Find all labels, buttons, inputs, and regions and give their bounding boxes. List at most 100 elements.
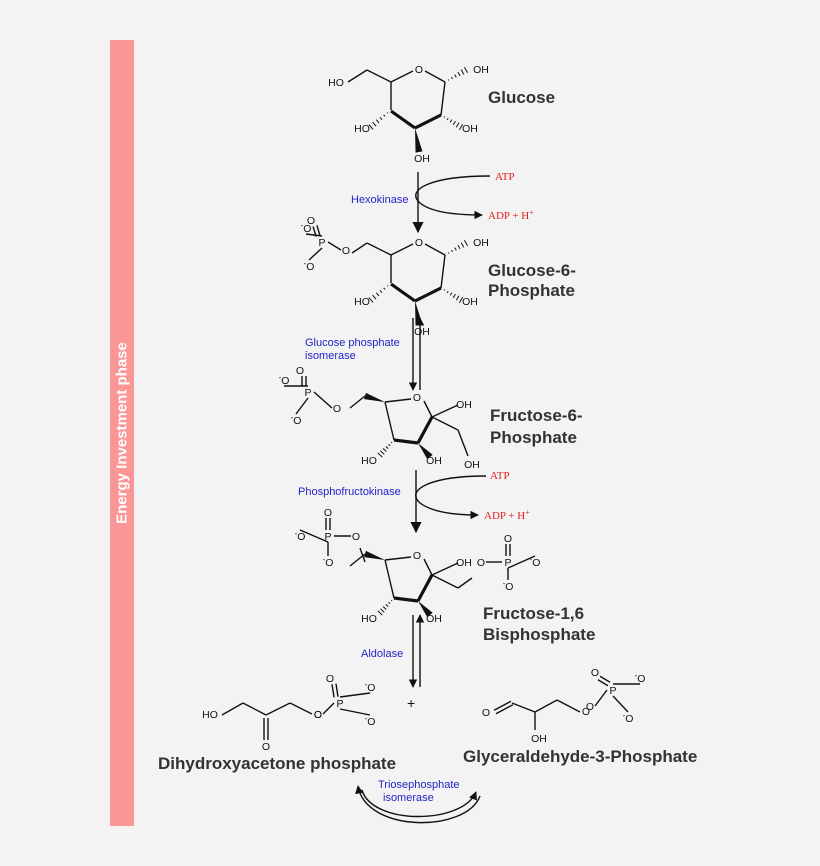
bond <box>368 297 374 303</box>
atom-label: O <box>586 701 594 713</box>
bond <box>452 120 456 126</box>
bond <box>440 254 446 289</box>
bond <box>265 702 291 716</box>
bond <box>449 292 453 296</box>
bond <box>375 119 380 124</box>
bond <box>416 574 434 602</box>
atom-label: HO <box>202 709 218 721</box>
bond <box>451 249 453 253</box>
f16bp-name-line1: Fructose-1,6 <box>483 604 584 623</box>
tpi-reverse-arrow <box>355 785 481 824</box>
atom-label: O <box>352 531 360 543</box>
atom-label: O <box>482 707 490 719</box>
bond <box>447 252 450 254</box>
atom-label: -O <box>301 221 312 235</box>
chemical-bonds <box>221 66 640 740</box>
atom-label: O <box>307 215 315 227</box>
enzyme-gpi-line2: isomerase <box>305 350 356 362</box>
wedge-bond <box>418 443 433 460</box>
bond <box>457 577 473 589</box>
atom-label: O <box>314 709 322 721</box>
bond <box>612 695 629 713</box>
g6p-name-line2: Phosphate <box>488 281 575 300</box>
bond <box>431 562 459 576</box>
reaction-arrows <box>355 172 491 824</box>
atom-label: O <box>413 550 421 562</box>
wedge-bond <box>415 301 423 326</box>
bond <box>431 404 459 418</box>
atom-label: -O <box>291 413 302 427</box>
bond <box>383 114 386 117</box>
bond <box>393 438 419 445</box>
atom-label: -O <box>279 373 290 387</box>
atom-label: O <box>326 673 334 685</box>
f6p-name-line1: Fructose-6- <box>490 406 583 425</box>
bond <box>390 282 416 303</box>
enzyme-pfk: Phosphofructokinase <box>298 486 401 498</box>
bond <box>446 117 449 121</box>
bond <box>377 452 383 458</box>
hexokinase-atp-curve <box>415 175 491 220</box>
atom-label: OH <box>456 399 472 411</box>
bond <box>384 559 395 599</box>
atom-label: OH <box>462 296 478 308</box>
bond <box>331 684 335 698</box>
bond <box>366 242 392 256</box>
atom-label: O <box>477 557 485 569</box>
enzyme-tpi-line2: isomerase <box>383 792 434 804</box>
glucose-name: Glucose <box>488 88 555 107</box>
bond <box>384 401 395 441</box>
bond <box>305 233 323 237</box>
bond <box>556 699 581 713</box>
bond <box>414 286 442 303</box>
bond <box>390 243 414 256</box>
cofactor-atp-1: ATP <box>495 171 515 183</box>
wedge-bond <box>391 110 416 127</box>
atom-label: -O <box>635 671 646 685</box>
bond <box>451 76 453 80</box>
atom-label: -O <box>530 555 541 569</box>
atom-label: OH <box>464 459 480 471</box>
bond <box>457 429 469 457</box>
bond <box>372 121 377 127</box>
g3p-name: Glyceraldehyde-3-Phosphate <box>463 747 697 766</box>
bond <box>295 397 309 415</box>
atom-label: -O <box>365 680 376 694</box>
plus-sign: + <box>407 695 415 711</box>
bond <box>463 66 469 74</box>
cofactor-adp-1: ADP + H+ <box>488 208 534 222</box>
bond <box>386 112 389 114</box>
bond <box>322 702 335 715</box>
bond <box>380 608 385 613</box>
atom-label: O <box>413 392 421 404</box>
bond <box>221 702 244 716</box>
bond <box>493 700 512 711</box>
bond <box>349 395 366 409</box>
bond <box>366 69 392 83</box>
atom-label: P <box>324 531 331 543</box>
bond <box>455 295 460 301</box>
atom-label: P <box>609 685 616 697</box>
wedge-bond <box>391 283 416 300</box>
atom-label: O <box>504 533 512 545</box>
bond <box>440 81 446 116</box>
atom-label: HO <box>354 123 370 135</box>
atom-label: OH <box>426 613 442 625</box>
wedge-bond <box>418 601 433 618</box>
bond <box>299 529 329 543</box>
atom-label: HO <box>361 455 377 467</box>
bond <box>313 391 333 409</box>
atom-label: OH <box>414 326 430 338</box>
bond <box>594 689 608 707</box>
bond <box>390 109 416 130</box>
enzyme-hexokinase: Hexokinase <box>351 194 408 206</box>
bond <box>449 119 453 123</box>
atom-label: O <box>262 741 270 753</box>
dhap-name: Dihydroxyacetone phosphate <box>158 754 396 773</box>
bond <box>339 708 371 716</box>
bond <box>460 69 465 75</box>
bond <box>372 294 377 300</box>
bond <box>382 606 387 610</box>
enzyme-aldolase: Aldolase <box>361 648 403 660</box>
